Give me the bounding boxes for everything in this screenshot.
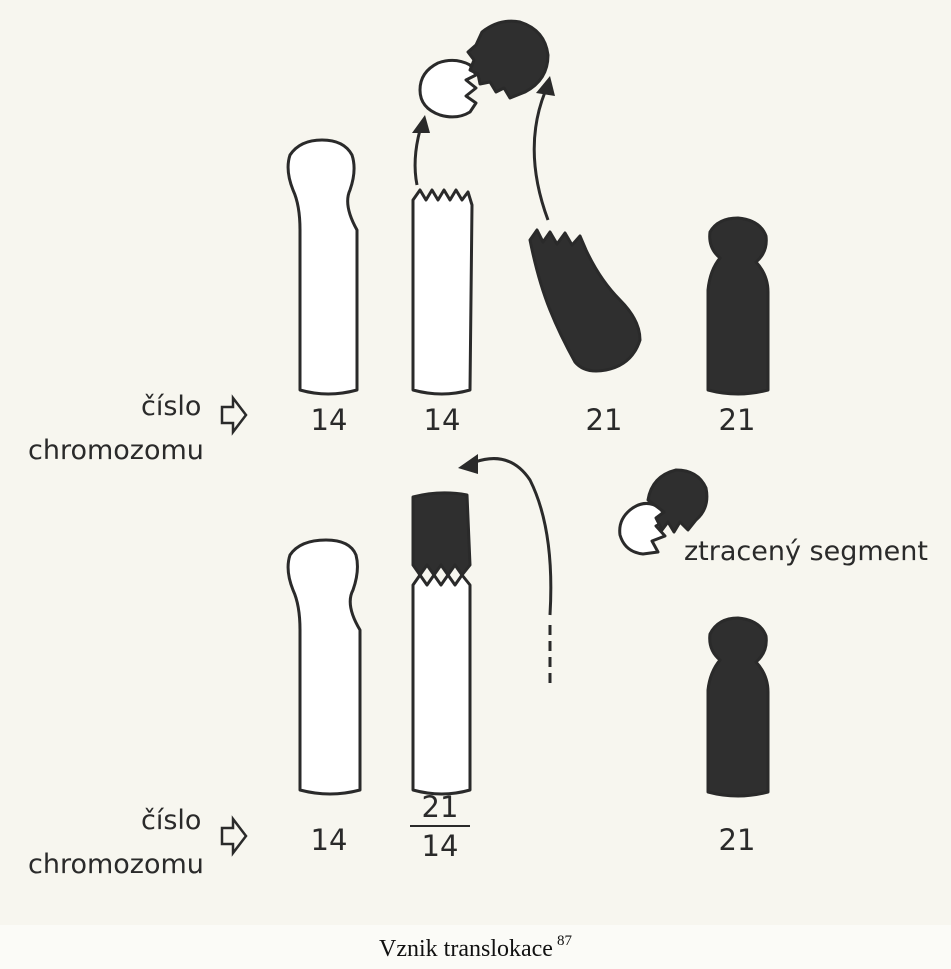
chromosome-21-top-broken [530,230,640,371]
chromosome-21-bottom-right [708,618,768,796]
arrow-21-up [534,92,548,220]
chromosome-14-bottom-left [288,540,360,794]
chromosome-21-top-right [708,218,768,394]
bottom-number-denominator: 14 [400,832,480,861]
chromosome-14-top-broken [413,190,472,394]
arrow-14-up [415,130,420,185]
caption-footnote: 87 [557,933,572,949]
fragment-21-top [468,21,548,98]
arrow-head-14-up [412,115,430,133]
bottom-row-label-line1: číslo [141,807,201,834]
caption-text: Vznik translokace [379,936,553,962]
top-number-1: 14 [289,406,369,435]
top-number-2: 14 [402,406,482,435]
top-row-label-line2: chromozomu [28,437,204,464]
bottom-number-numerator: 21 [400,793,480,822]
bottom-number-1: 14 [289,826,369,855]
fragment-14-top [420,60,476,116]
arrow-translocation [475,459,551,615]
top-number-4: 21 [697,406,777,435]
chromosome-21-14-translocation-bottom [413,575,470,794]
lost-segment-dark [648,470,707,532]
lost-segment-label: ztracený segment [684,538,928,565]
bottom-number-4: 21 [697,826,777,855]
label-arrow-icon-top [222,398,246,432]
top-number-3: 21 [564,406,644,435]
bottom-row-label-line2: chromozomu [28,851,204,878]
chromosome-14-top-left [288,140,357,394]
arrow-head-translocation [458,454,478,474]
chromosome-21-14-translocation-top [413,493,470,575]
top-row-label-line1: číslo [141,393,201,420]
label-arrow-icon-bottom [222,819,246,853]
